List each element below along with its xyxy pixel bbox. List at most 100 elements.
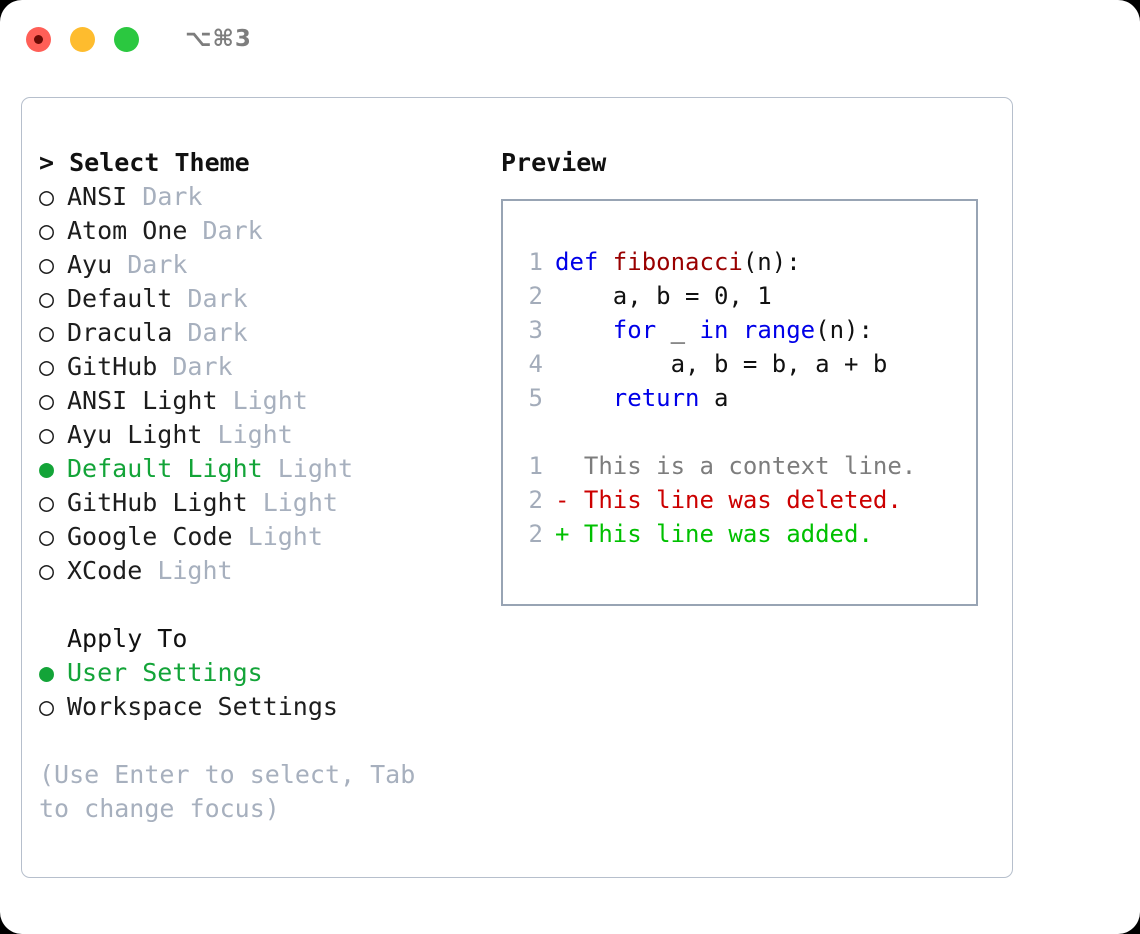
theme-option-ayu[interactable]: ○ Ayu Dark [39, 248, 499, 282]
code-line-content: return a [555, 381, 729, 415]
apply-to-option-workspace-settings[interactable]: ○Workspace Settings [39, 690, 499, 724]
code-token: a [699, 384, 729, 412]
code-token: range [742, 316, 816, 344]
select-theme-heading: > Select Theme [39, 148, 250, 177]
theme-list-column: > Select Theme ○ANSI Dark○Atom One Dark○… [39, 146, 499, 826]
theme-option-ayu-light[interactable]: ○Ayu Light Light [39, 418, 499, 452]
diff-line-text: This is a context line. [583, 452, 917, 480]
theme-option-label: Default [67, 284, 173, 313]
code-line-number: 2 [528, 282, 543, 310]
diff-sample: 1 This is a context line.2- This line wa… [515, 449, 976, 551]
label-gap [187, 214, 202, 248]
traffic-light-group [26, 26, 139, 52]
radio-unselected-icon: ○ [39, 182, 55, 211]
radio-unselected-icon: ○ [39, 250, 55, 279]
apply-to-list[interactable]: ●User Settings○Workspace Settings [39, 656, 499, 724]
theme-option-variant: Dark [142, 182, 203, 211]
theme-option-variant: Dark [187, 318, 248, 347]
theme-option-label: Dracula [67, 318, 173, 347]
theme-option-google-code[interactable]: ○ Google Code Light [39, 520, 499, 554]
apply-to-heading: Apply To [67, 624, 188, 653]
theme-option-label: Ayu Light [67, 420, 203, 449]
theme-option-default[interactable]: ○Default Dark [39, 282, 499, 316]
theme-option-atom-one[interactable]: ○Atom One Dark [39, 214, 499, 248]
theme-option-label: Default Light [67, 454, 263, 483]
list-spacer [39, 588, 499, 622]
radio-unselected-icon: ○ [39, 692, 55, 721]
code-line-content: def fibonacci(n): [555, 245, 801, 279]
label-gap [248, 486, 263, 520]
theme-option-label: Google Code [67, 522, 233, 551]
maximize-window-icon[interactable] [114, 26, 139, 52]
radio-unselected-icon: ○ [39, 522, 55, 551]
code-token: fibonacci [612, 248, 743, 276]
code-line-content: a, b = b, a + b [555, 347, 888, 381]
apply-to-option-user-settings[interactable]: ●User Settings [39, 656, 499, 690]
theme-option-variant: Light [262, 488, 338, 517]
theme-option-label: ANSI [67, 182, 128, 211]
code-line-number: 5 [528, 384, 543, 412]
theme-option-variant: Light [247, 522, 323, 551]
theme-option-github-light[interactable]: ○ GitHub Light Light [39, 486, 499, 520]
minimize-window-icon[interactable] [70, 26, 95, 52]
theme-option-xcode[interactable]: ○XCode Light [39, 554, 499, 588]
theme-option-label: XCode [67, 556, 143, 585]
theme-option-variant: Dark [187, 284, 248, 313]
theme-option-label: GitHub [67, 352, 158, 381]
diff-line-number: 2 [528, 486, 543, 514]
code-diff-spacer [515, 415, 976, 449]
label-gap [202, 418, 217, 452]
radio-unselected-icon: ○ [39, 488, 55, 517]
theme-option-variant: Light [157, 556, 233, 585]
code-token: _ [656, 316, 700, 344]
code-line-number: 4 [528, 350, 543, 378]
theme-option-label: Ayu [67, 250, 113, 279]
code-token: (n): [815, 316, 873, 344]
code-line: 2 a, b = 0, 1 [515, 279, 976, 313]
theme-option-variant: Dark [127, 250, 188, 279]
radio-selected-icon: ● [39, 454, 55, 483]
window-titlebar: ⌥⌘3 [0, 0, 1140, 78]
code-token [728, 316, 742, 344]
theme-option-github[interactable]: ○GitHub Dark [39, 350, 499, 384]
diff-line-text: This line was added. [583, 520, 873, 548]
theme-option-dracula[interactable]: ○ Dracula Dark [39, 316, 499, 350]
close-window-icon[interactable] [26, 26, 51, 52]
theme-option-variant: Dark [172, 352, 233, 381]
label-gap [263, 452, 278, 486]
diff-line-number: 2 [528, 520, 543, 548]
theme-option-ansi-light[interactable]: ○ANSI Light Light [39, 384, 499, 418]
code-token [555, 384, 613, 412]
diff-line: 2- This line was deleted. [515, 483, 976, 517]
label-gap [112, 248, 127, 282]
code-line: 4 a, b = b, a + b [515, 347, 976, 381]
code-line-number: 1 [528, 248, 543, 276]
theme-list[interactable]: ○ANSI Dark○Atom One Dark○Ayu Dark○Defaul… [39, 180, 499, 588]
radio-unselected-icon: ○ [39, 216, 55, 245]
code-token [555, 316, 613, 344]
code-token: a, b = 0, 1 [555, 282, 772, 310]
radio-selected-icon: ● [39, 658, 55, 687]
theme-option-variant: Dark [202, 216, 263, 245]
label-gap [157, 350, 172, 384]
label-gap [142, 554, 157, 588]
theme-option-label: GitHub Light [67, 488, 248, 517]
radio-unselected-icon: ○ [39, 318, 55, 347]
code-line: 3 for _ in range(n): [515, 313, 976, 347]
radio-unselected-icon: ○ [39, 386, 55, 415]
theme-option-default-light[interactable]: ● Default Light Light [39, 452, 499, 486]
diff-line-text: This line was deleted. [583, 486, 902, 514]
diff-marker [555, 449, 584, 483]
code-line: 5 return a [515, 381, 976, 415]
radio-unselected-icon: ○ [39, 420, 55, 449]
label-gap [218, 384, 233, 418]
diff-marker: + [555, 520, 584, 548]
theme-option-ansi[interactable]: ○ ANSI Dark [39, 180, 499, 214]
code-line-content: a, b = 0, 1 [555, 279, 772, 313]
code-token: return [612, 384, 700, 412]
theme-option-variant: Light [277, 454, 353, 483]
theme-selector-panel: > Select Theme ○ANSI Dark○Atom One Dark○… [21, 97, 1013, 878]
